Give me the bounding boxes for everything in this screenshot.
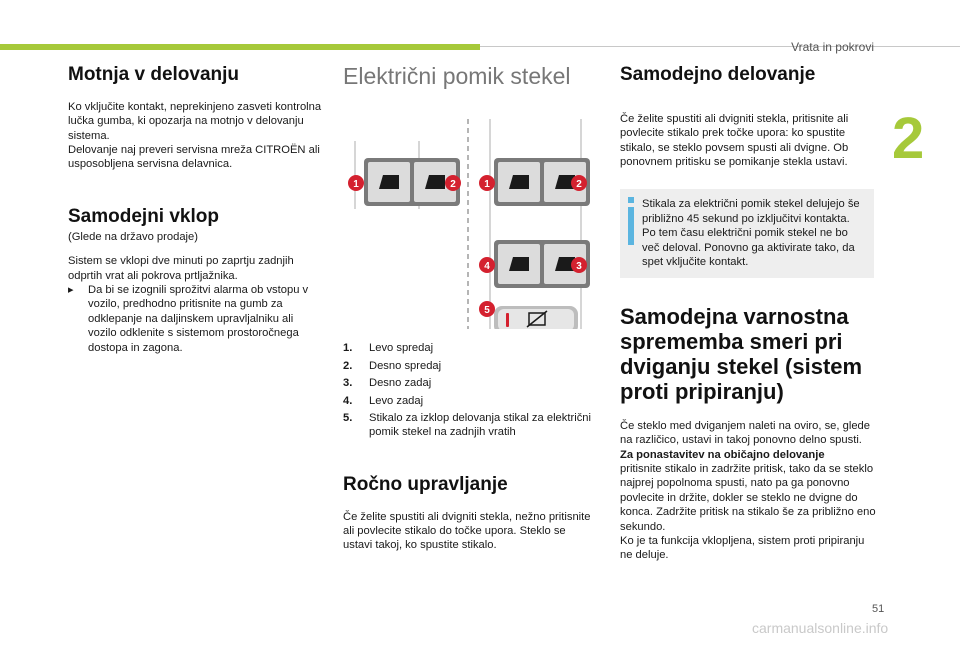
anti-pinch-text-2: pritisnite stikalo in zadržite pritisk, … xyxy=(620,462,876,533)
switch-panel-front-right xyxy=(494,158,590,207)
column-middle: Električni pomik stekel xyxy=(343,63,595,553)
svg-text:3: 3 xyxy=(576,261,582,272)
badge-1-right: 1 xyxy=(479,175,495,192)
window-switch-icon xyxy=(555,175,575,190)
badge-4: 4 xyxy=(479,257,495,274)
svg-text:2: 2 xyxy=(576,179,582,190)
switch-panel-front-left xyxy=(364,158,460,207)
child-lock-switch xyxy=(494,306,578,335)
window-switch-illustration: 1 2 1 2 4 3 5 xyxy=(348,119,590,335)
window-switch-icon xyxy=(425,175,445,190)
window-switch-diagram: 1 2 1 2 4 3 5 xyxy=(343,101,595,335)
legend-item: 2.Desno spredaj xyxy=(343,359,442,372)
window-switch-icon xyxy=(509,175,529,190)
badge-3: 3 xyxy=(571,257,587,274)
diagram-legend: 1.Levo spredaj 2.Desno spredaj 3.Desno z… xyxy=(343,341,595,439)
window-lock-icon xyxy=(528,312,546,327)
badge-1-left: 1 xyxy=(348,175,364,192)
legend-item: 4.Levo zadaj xyxy=(343,394,424,407)
svg-text:1: 1 xyxy=(353,179,359,190)
badge-2-right: 2 xyxy=(571,175,587,192)
svg-text:5: 5 xyxy=(484,305,490,316)
section-title-manual: Ročno upravljanje xyxy=(343,473,508,495)
section-title-malfunction: Motnja v delovanju xyxy=(68,64,240,85)
malfunction-text-1: Ko vključite kontakt, neprekinjeno zasve… xyxy=(68,100,322,142)
automatic-text: Če želite spustiti ali dvigniti stekla, … xyxy=(620,112,849,169)
legend-item: 3.Desno zadaj xyxy=(343,377,432,390)
legend-item: 5.Stikalo za izklop delovanja stikal za … xyxy=(343,411,591,439)
bullet-arrow-icon: ▸ xyxy=(68,283,74,296)
child-lock-indicator xyxy=(506,313,509,328)
svg-text:1: 1 xyxy=(484,179,490,190)
page-number: 51 xyxy=(872,603,885,615)
page-title: Električni pomik stekel xyxy=(343,63,571,89)
anti-pinch-text-3: Ko je ta funkcija vklopljena, sistem pro… xyxy=(620,534,865,562)
info-box: Stikala za električni pomik stekel deluj… xyxy=(620,189,874,278)
info-icon xyxy=(628,197,634,246)
auto-activation-text: Sistem se vklopi dve minuti po zaprtju z… xyxy=(68,255,294,282)
section-title-auto-activation: Samodejni vklop xyxy=(68,205,219,227)
badge-5: 5 xyxy=(479,301,495,318)
anti-pinch-text-1: Če steklo med dviganjem naleti na oviro,… xyxy=(620,419,870,447)
header-rule xyxy=(480,46,960,47)
info-text-1: Stikala za električni pomik stekel deluj… xyxy=(642,198,860,225)
info-text-2: Po tem času električni pomik stekel ne b… xyxy=(642,227,855,269)
watermark: carmanualsonline.info xyxy=(752,620,889,636)
running-head: Vrata in pokrovi xyxy=(791,40,874,54)
manual-text: Če želite spustiti ali dvigniti stekla, … xyxy=(343,510,591,552)
section-title-automatic: Samodejno delovanje xyxy=(620,64,816,85)
malfunction-text-2: Delovanje naj preveri servisna mreža CIT… xyxy=(68,144,320,171)
section-title-anti-pinch: Samodejna varnostna sprememba smeri pri … xyxy=(620,303,863,405)
svg-text:4: 4 xyxy=(484,261,490,272)
legend-item: 1.Levo spredaj xyxy=(343,342,434,355)
chapter-number: 2 xyxy=(892,106,925,171)
anti-pinch-reset-heading: Za ponastavitev na običajno delovanje xyxy=(620,448,825,461)
badge-2-left: 2 xyxy=(445,175,461,192)
switch-panel-rear xyxy=(494,240,590,289)
header-accent-bar xyxy=(0,44,480,50)
auto-activation-note: (Glede na državo prodaje) xyxy=(68,230,198,243)
column-right: Samodejno delovanje Če želite spustiti a… xyxy=(620,64,876,563)
window-switch-icon xyxy=(509,257,529,272)
window-switch-icon xyxy=(379,175,399,190)
svg-text:2: 2 xyxy=(450,179,456,190)
column-left: Motnja v delovanju Ko vključite kontakt,… xyxy=(68,64,324,355)
auto-activation-bullet: ▸Da bi se izognili sprožitvi alarma ob v… xyxy=(68,283,309,354)
window-switch-icon xyxy=(555,257,575,272)
